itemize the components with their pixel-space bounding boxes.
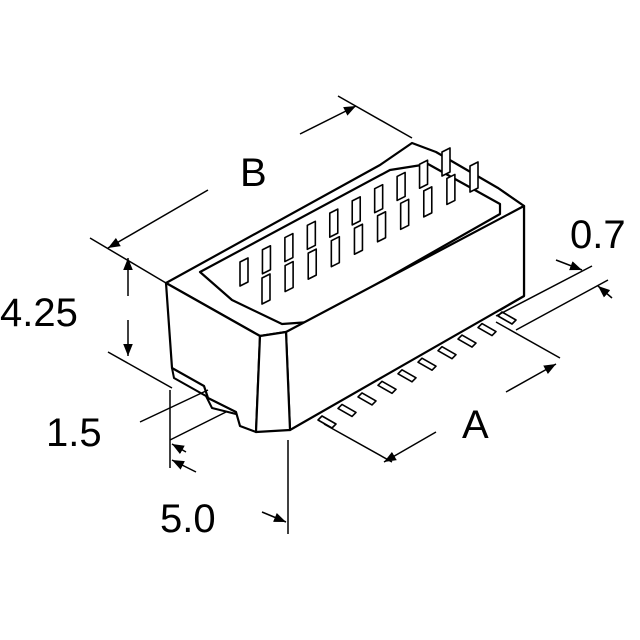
foot-label: 1.5	[46, 411, 102, 455]
contact-pin	[284, 260, 294, 293]
corner-edge	[254, 330, 292, 434]
depth-arrow-left	[171, 459, 197, 473]
contact-pin	[418, 159, 429, 190]
smt-lead	[397, 368, 417, 383]
contact-pin	[284, 232, 294, 263]
b-label: B	[240, 151, 267, 195]
contact-pins-group	[239, 147, 479, 305]
contact-pin	[422, 186, 433, 218]
pitch-label: 0.7	[570, 213, 626, 257]
dimension-lines	[89, 95, 613, 534]
a-label: A	[462, 403, 489, 447]
a-extension-left	[323, 423, 393, 463]
contact-pin	[376, 210, 387, 243]
smt-lead	[437, 345, 457, 360]
pitch-extension-lower	[515, 279, 609, 331]
smt-lead	[457, 334, 477, 348]
contact-pin	[351, 196, 362, 226]
smt-lead	[337, 403, 357, 418]
height-label: 4.25	[0, 291, 78, 335]
contact-pin	[239, 257, 249, 287]
dimension-labels: B 4.25 0.7 1.5 A 5.0	[0, 151, 626, 541]
smt-lead	[377, 380, 397, 395]
a-dim-line-right	[505, 363, 557, 393]
a-extension-right	[495, 321, 561, 359]
foot-extension-lower	[169, 411, 227, 441]
contact-pin	[306, 220, 317, 251]
foot-arrow	[171, 443, 187, 455]
smt-lead	[477, 322, 497, 337]
contact-pin	[469, 161, 479, 193]
contact-pin	[261, 244, 272, 275]
b-dim-line-left	[107, 189, 209, 249]
foot-extension-upper	[139, 389, 209, 423]
smt-lead	[357, 392, 377, 406]
contact-pin	[330, 235, 341, 268]
contact-pin	[441, 147, 451, 177]
contact-pin	[396, 171, 406, 202]
a-dim-line-left	[383, 431, 437, 463]
depth-arrow-right	[261, 511, 287, 523]
smt-lead	[417, 357, 437, 372]
left-foot-step	[171, 367, 237, 415]
contact-pin	[353, 223, 364, 256]
pitch-arrow-lower	[597, 285, 613, 299]
b-dim-line-right	[299, 105, 357, 135]
contact-pin	[261, 273, 271, 305]
pitch-extension-upper	[495, 265, 593, 317]
pitch-arrow-upper	[555, 259, 583, 271]
height-extension-bottom	[107, 351, 173, 389]
contact-pin	[446, 173, 456, 206]
contact-pin	[307, 248, 318, 280]
contact-pin	[399, 198, 410, 231]
b-extension-right	[337, 95, 413, 139]
contact-pin	[328, 208, 339, 238]
depth-label: 5.0	[160, 497, 216, 541]
contact-pin	[373, 183, 384, 214]
